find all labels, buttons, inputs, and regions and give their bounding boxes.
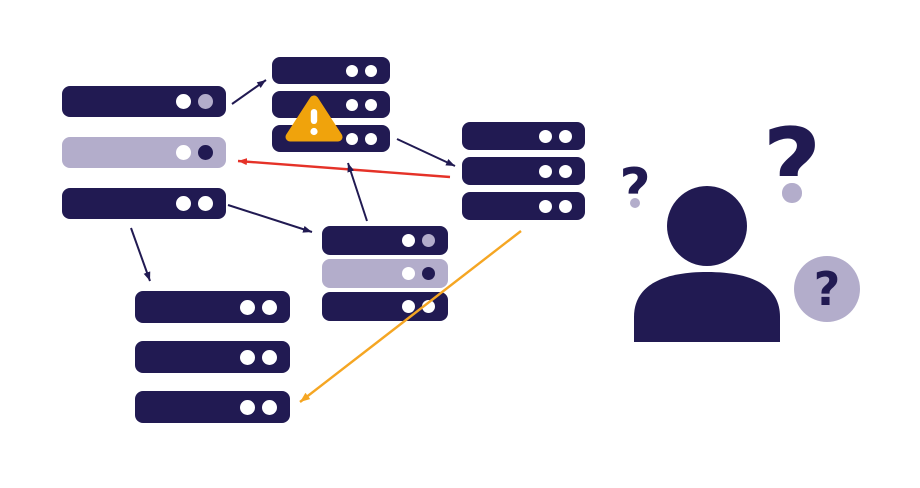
status-dot-white (262, 349, 277, 365)
warning-exclamation-bar (310, 109, 318, 124)
question-mark-glyph: ? (813, 262, 841, 316)
status-dots (176, 145, 213, 160)
status-dot-lavender (422, 234, 435, 247)
status-dot-white (402, 234, 415, 247)
question-mark-glyph: ? (619, 162, 651, 195)
server-stack-right (462, 122, 585, 227)
server-bar (322, 226, 448, 255)
server-bar (322, 259, 448, 288)
server-bar (62, 137, 226, 168)
status-dot-white (365, 132, 377, 145)
person-body (634, 272, 780, 342)
question-mark-circled: ? (794, 256, 860, 322)
arrow-topleft-to-center (227, 204, 313, 233)
status-dot-white (176, 94, 191, 109)
status-dots (402, 300, 435, 313)
status-dot-white (365, 98, 377, 111)
status-dots (346, 98, 377, 111)
question-mark-dot (782, 183, 802, 203)
status-dot-white (402, 300, 415, 313)
status-dots (176, 94, 213, 109)
status-dots (539, 129, 572, 143)
warning-triangle-icon (285, 95, 343, 142)
server-bar (272, 57, 390, 84)
question-mark-glyph: ? (762, 116, 822, 178)
status-dots (240, 399, 277, 415)
status-dot-lavender (198, 94, 213, 109)
server-bar (272, 91, 390, 118)
status-dot-white (346, 98, 358, 111)
server-stack-center (322, 226, 448, 325)
person-head (667, 186, 747, 266)
status-dot-white (198, 196, 213, 211)
warning-exclamation-dot (310, 127, 318, 136)
question-mark-large: ? (760, 116, 824, 203)
arrow-topmiddle-to-right (396, 138, 456, 167)
arrow-topleft-to-topmiddle (231, 79, 267, 105)
server-bar (462, 122, 585, 150)
question-mark-small: ? (612, 162, 658, 208)
server-bar (62, 86, 226, 117)
status-dots (539, 164, 572, 178)
status-dots (240, 299, 277, 315)
server-bar (462, 157, 585, 185)
status-dot-white (176, 196, 191, 211)
person-icon (634, 186, 780, 342)
status-dot-white (346, 64, 358, 77)
status-dots (346, 132, 377, 145)
server-bar (135, 291, 290, 323)
server-bar (135, 391, 290, 423)
status-dot-navy (422, 267, 435, 280)
status-dots (346, 64, 377, 77)
status-dot-white (365, 64, 377, 77)
status-dot-white (402, 267, 415, 280)
status-dot-white (539, 199, 552, 213)
status-dot-white (262, 399, 277, 415)
server-stack-top-left (62, 86, 226, 239)
status-dot-white (559, 199, 572, 213)
arrow-center-to-topmiddle (347, 162, 368, 222)
arrow-right-to-lavender-server (237, 158, 451, 179)
status-dots (240, 349, 277, 365)
status-dot-white (262, 299, 277, 315)
server-bar (135, 341, 290, 373)
status-dot-navy (198, 145, 213, 160)
status-dot-white (240, 299, 255, 315)
status-dot-white (559, 164, 572, 178)
server-bar (62, 188, 226, 219)
server-stack-bottom-left (135, 291, 290, 441)
status-dot-white (346, 132, 358, 145)
status-dot-white (539, 129, 552, 143)
server-bar (462, 192, 585, 220)
status-dot-white (240, 399, 255, 415)
status-dot-white (539, 164, 552, 178)
status-dots (176, 196, 213, 211)
status-dot-white (240, 349, 255, 365)
status-dot-white (559, 129, 572, 143)
server-bar (322, 292, 448, 321)
status-dot-white (176, 145, 191, 160)
question-mark-dot (629, 197, 641, 208)
status-dots (402, 234, 435, 247)
status-dot-white (422, 300, 435, 313)
status-dots (402, 267, 435, 280)
status-dots (539, 199, 572, 213)
